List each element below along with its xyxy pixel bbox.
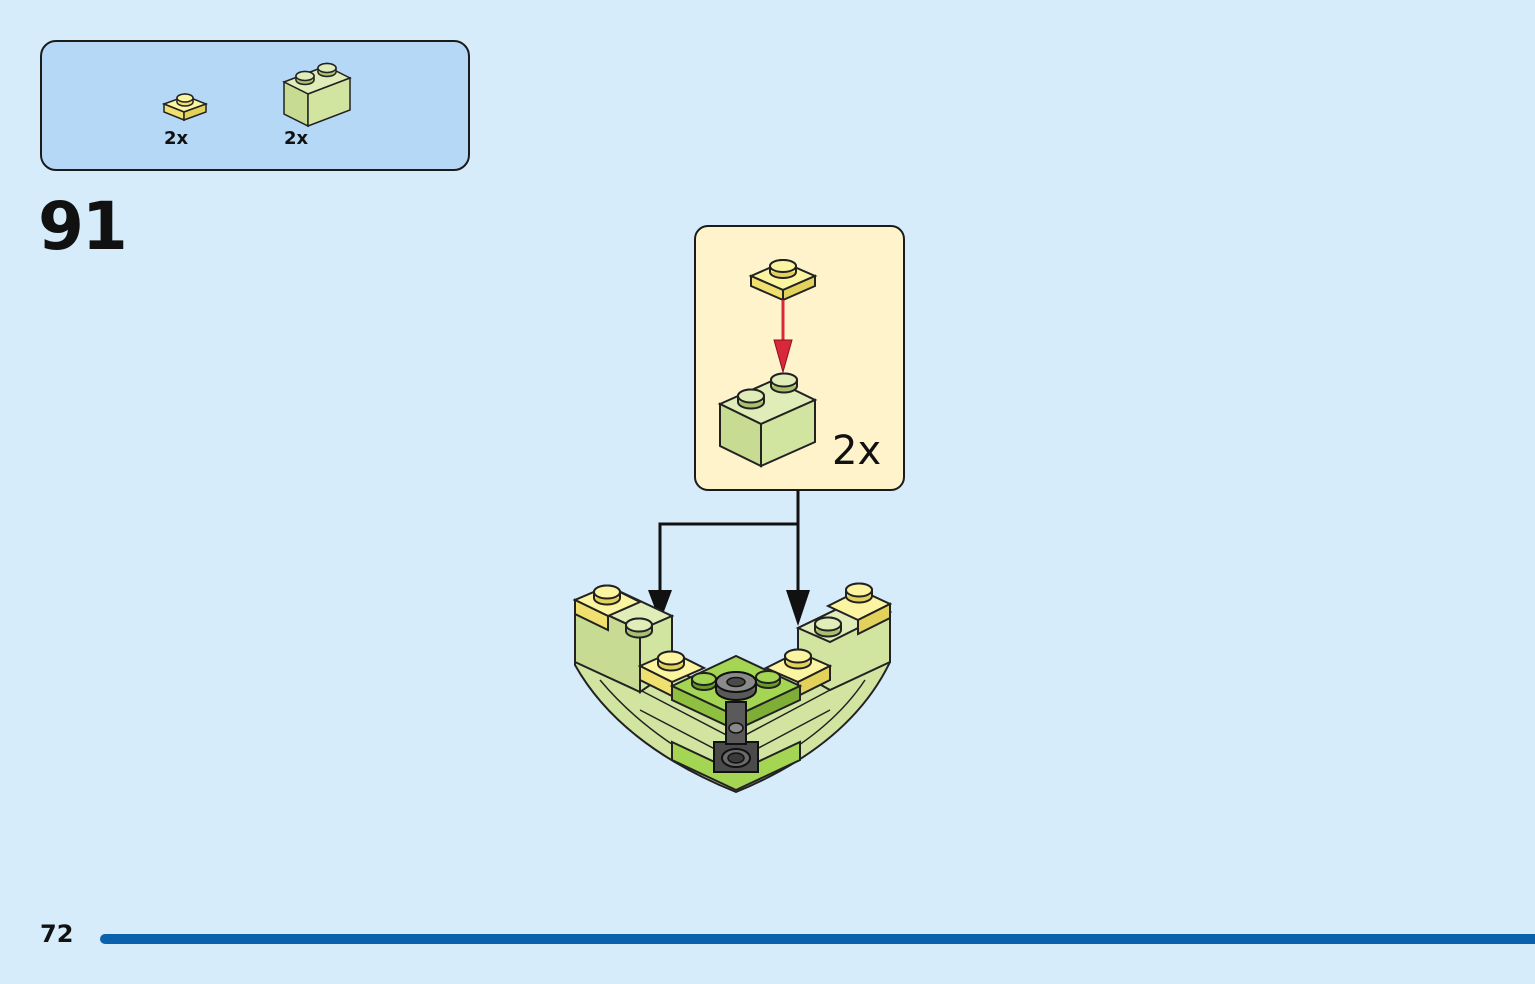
insert-arrow-icon — [773, 300, 793, 374]
parts-list-box — [40, 40, 470, 171]
grey-clip-part — [713, 671, 759, 773]
parts-item-quantity: 2x — [284, 128, 309, 149]
page-number: 72 — [40, 920, 74, 948]
lime-1x2-brick-icon — [282, 62, 352, 128]
yellow-1x1-plate-icon — [161, 93, 209, 122]
placement-arrows — [648, 490, 810, 626]
model-assembly — [572, 582, 893, 794]
callout-lime-brick-icon — [717, 372, 818, 468]
page-bar — [100, 934, 1535, 944]
parts-item-yellow-plate — [160, 88, 210, 128]
callout-quantity: 2x — [832, 428, 882, 474]
callout-yellow-plate-icon — [748, 259, 818, 302]
parts-item-quantity: 2x — [164, 128, 189, 149]
parts-item-lime-brick — [280, 60, 354, 130]
step-number: 91 — [38, 188, 128, 265]
